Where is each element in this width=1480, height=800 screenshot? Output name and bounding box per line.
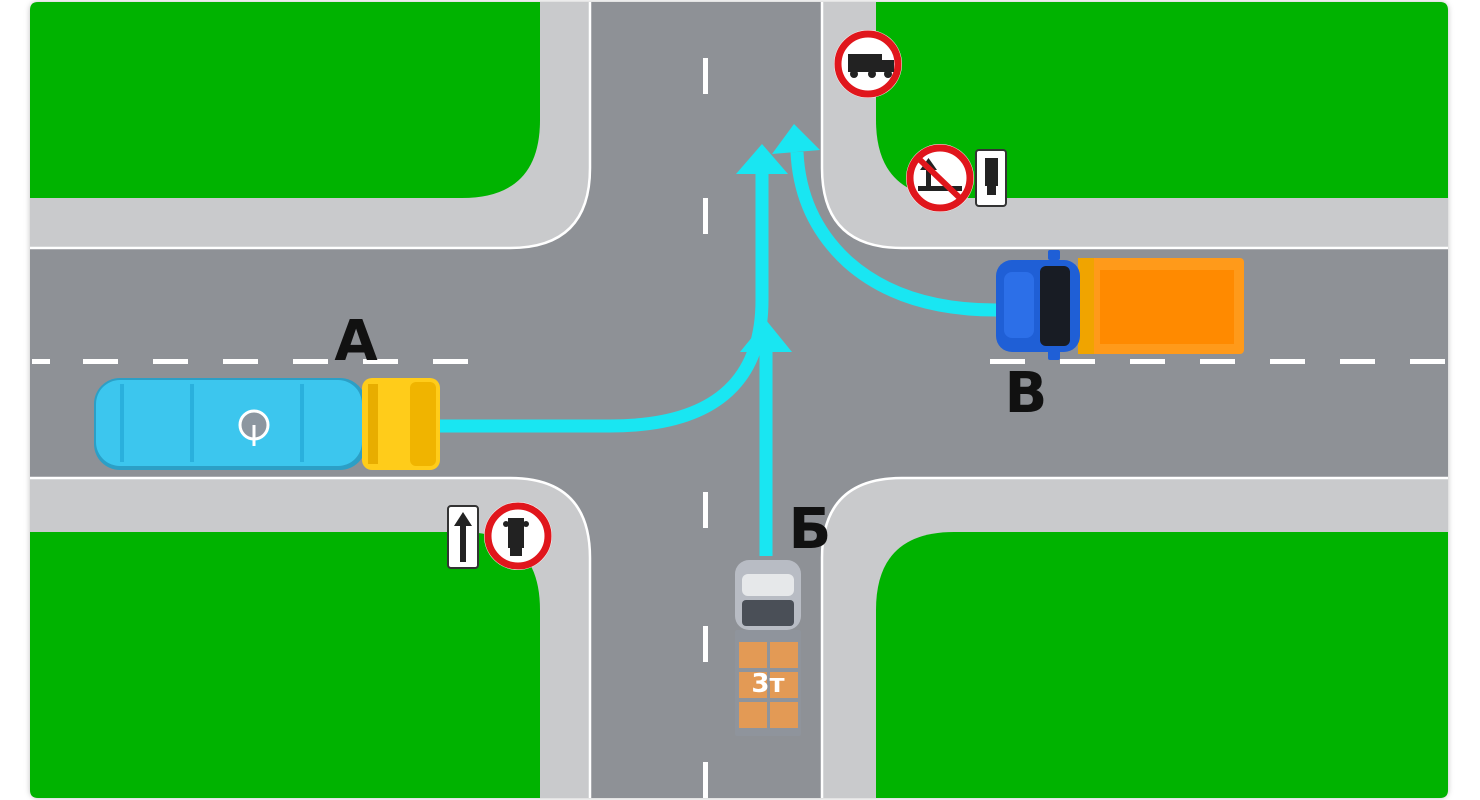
label-a: А xyxy=(334,309,378,374)
road-edge-lines xyxy=(30,2,1448,798)
route-arrow-b-head xyxy=(740,320,792,352)
vehicle-v-dump-truck xyxy=(996,250,1244,360)
route-arrow-a-head xyxy=(736,144,788,174)
cargo-boxes xyxy=(739,642,798,728)
label-b: Б xyxy=(789,497,832,562)
sign-direction-plate-no-trucks xyxy=(447,502,552,570)
grass-bottom-right xyxy=(876,532,1448,798)
vehicle-a-tanker xyxy=(94,378,440,470)
grass-top-left xyxy=(30,2,540,198)
grass-top-right xyxy=(876,2,1448,198)
route-arrow-v xyxy=(790,151,997,317)
route-arrow-a xyxy=(440,172,769,433)
route-arrows xyxy=(440,124,997,556)
no-stopping-icon xyxy=(915,155,965,203)
grass-blocks xyxy=(30,2,1448,798)
grass-bottom-left xyxy=(30,532,540,798)
cargo-weight-label: 3т xyxy=(751,669,784,699)
truck-icon xyxy=(985,158,998,195)
sign-no-stopping-with-truck-plate xyxy=(906,144,1007,212)
vehicle-b-cargo-truck: 3т xyxy=(735,560,801,736)
road xyxy=(30,2,1448,798)
truck-icon xyxy=(503,518,529,556)
arrow-up-icon xyxy=(454,512,472,562)
center-line-markings xyxy=(32,58,1445,798)
truck-icon xyxy=(848,54,894,78)
label-v: В xyxy=(1005,361,1048,426)
sign-no-trucks xyxy=(834,30,902,98)
route-arrow-v-head xyxy=(772,124,820,154)
tanker-tank xyxy=(96,380,362,466)
road-asphalt xyxy=(30,2,1448,798)
